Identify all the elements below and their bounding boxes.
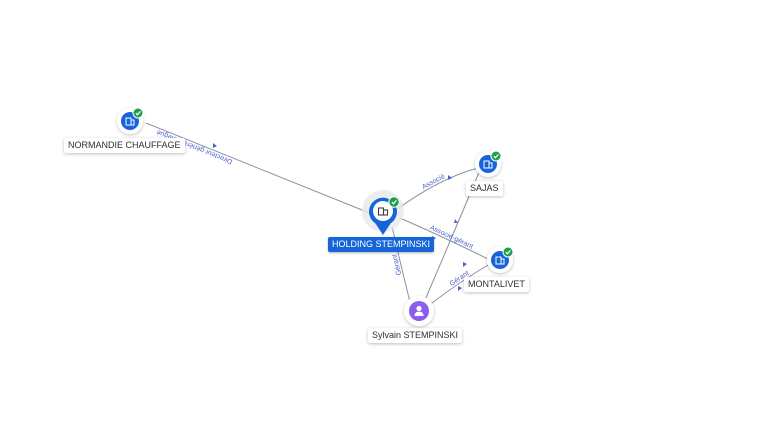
- node-label-montalivet[interactable]: MONTALIVET: [464, 277, 529, 292]
- building-icon: [377, 207, 389, 216]
- building-icon: [125, 117, 135, 126]
- person-icon: [414, 305, 424, 316]
- node-label-sajas[interactable]: SAJAS: [466, 181, 503, 196]
- check-badge-icon: [502, 246, 514, 258]
- arrow-icon: [213, 143, 217, 148]
- svg-text:Associé-gérant: Associé-gérant: [429, 224, 474, 250]
- check-badge-icon: [132, 107, 144, 119]
- svg-text:Associé: Associé: [421, 173, 446, 191]
- check-badge-icon: [490, 150, 502, 162]
- edge-label-associe-gerant: Associé-gérant: [429, 224, 474, 250]
- edge-label-gerant-holding: Gérant: [391, 253, 403, 276]
- arrow-icon: [458, 286, 462, 291]
- edge-holding-normandie[interactable]: [145, 122, 373, 215]
- node-holding-stempinski[interactable]: [362, 190, 404, 235]
- edges: [145, 122, 491, 307]
- svg-text:Gérant: Gérant: [391, 253, 403, 276]
- arrow-icon: [448, 175, 452, 180]
- edge-label-associe: Associé: [421, 173, 446, 191]
- arrow-icon: [463, 262, 467, 267]
- node-label-holding[interactable]: HOLDING STEMPINSKI: [328, 237, 435, 252]
- edge-holding-sajas[interactable]: [395, 167, 479, 211]
- arrow-icon: [454, 219, 458, 223]
- node-label-normandie[interactable]: NORMANDIE CHAUFFAGE: [64, 138, 185, 153]
- check-badge-icon: [388, 196, 400, 208]
- node-sylvain-stempinski[interactable]: [404, 296, 434, 326]
- edge-holding-montalivet[interactable]: [399, 217, 491, 261]
- building-icon: [483, 160, 493, 169]
- node-montalivet[interactable]: [487, 246, 514, 273]
- node-normandie-chauffage[interactable]: [117, 107, 144, 134]
- node-sajas[interactable]: [475, 150, 502, 177]
- edge-sylvain-montalivet[interactable]: [427, 263, 491, 307]
- building-icon: [495, 256, 505, 265]
- node-label-sylvain[interactable]: Sylvain STEMPINSKI: [368, 328, 463, 343]
- edge-sylvain-holding[interactable]: [391, 225, 411, 303]
- edge-labels: Directeur général délégué Associé Associ…: [156, 128, 474, 288]
